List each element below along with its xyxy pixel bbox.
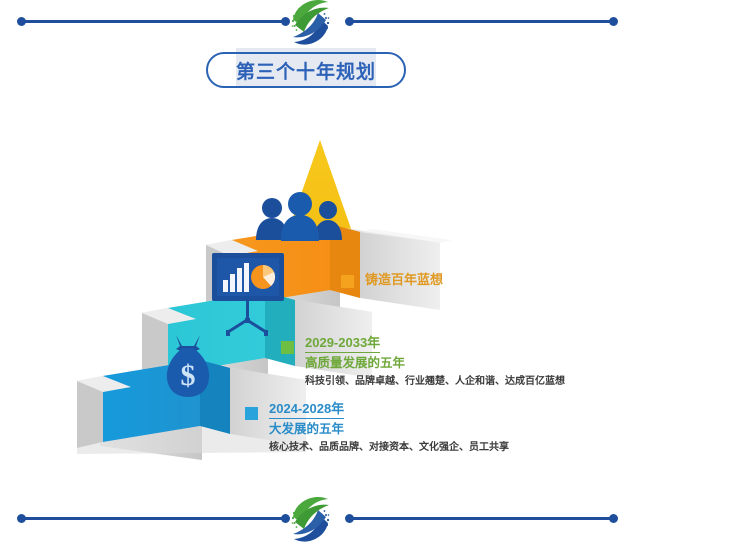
legend-swatch-blue (245, 407, 258, 420)
footer-dot-left (281, 514, 290, 523)
people-group-icon (256, 192, 342, 241)
legend-body-orange: 铸造百年蓝想 (365, 272, 443, 288)
footer-decoration (0, 494, 729, 544)
legend-subtitle-blue: 大发展的五年 (269, 422, 345, 436)
legend-subtitle-green: 高质量发展的五年 (305, 356, 406, 370)
legend-body-green: 2029-2033年 高质量发展的五年 科技引领、品牌卓越、行业翘楚、人企和谐、… (305, 334, 565, 389)
legend-details-blue: 核心技术、品质品牌、对接资本、文化强企、员工共享 (269, 442, 509, 453)
legend-body-blue: 2024-2028年 大发展的五年 核心技术、品质品牌、对接资本、文化强企、员工… (269, 400, 509, 455)
title-plate (236, 48, 376, 86)
legend-years-green: 2029-2033年 (305, 335, 381, 353)
header-dot-far-left (17, 17, 26, 26)
stairs-illustration: $ (0, 120, 729, 480)
company-logo-icon (288, 0, 333, 47)
legend-details-green: 科技引领、品牌卓越、行业翘楚、人企和谐、达成百亿蓝想 (305, 376, 565, 387)
header-decoration (0, 0, 729, 47)
presentation-chart-icon (212, 253, 284, 336)
header-rule-right (349, 20, 614, 23)
svg-text:$: $ (181, 359, 196, 392)
legend-years-blue: 2024-2028年 (269, 401, 345, 419)
footer-rule-left (22, 517, 287, 520)
page-title: 第三个十年规划 (206, 48, 406, 88)
footer-dot-far-right (609, 514, 618, 523)
header-dot-left (281, 17, 290, 26)
money-bag-icon: $ (166, 335, 210, 397)
legend-heading-orange: 铸造百年蓝想 (365, 272, 444, 287)
header-dot-right (345, 17, 354, 26)
footer-dot-right (345, 514, 354, 523)
step-bottom (77, 360, 306, 460)
footer-dot-far-left (17, 514, 26, 523)
header-dot-far-right (609, 17, 618, 26)
footer-rule-right (349, 517, 614, 520)
legend-swatch-orange (341, 275, 354, 288)
company-logo-icon-footer (288, 494, 333, 544)
legend-swatch-green (281, 341, 294, 354)
header-rule-left (22, 20, 287, 23)
page-title-text: 第三个十年规划 (235, 61, 376, 83)
title-frame (206, 52, 406, 88)
